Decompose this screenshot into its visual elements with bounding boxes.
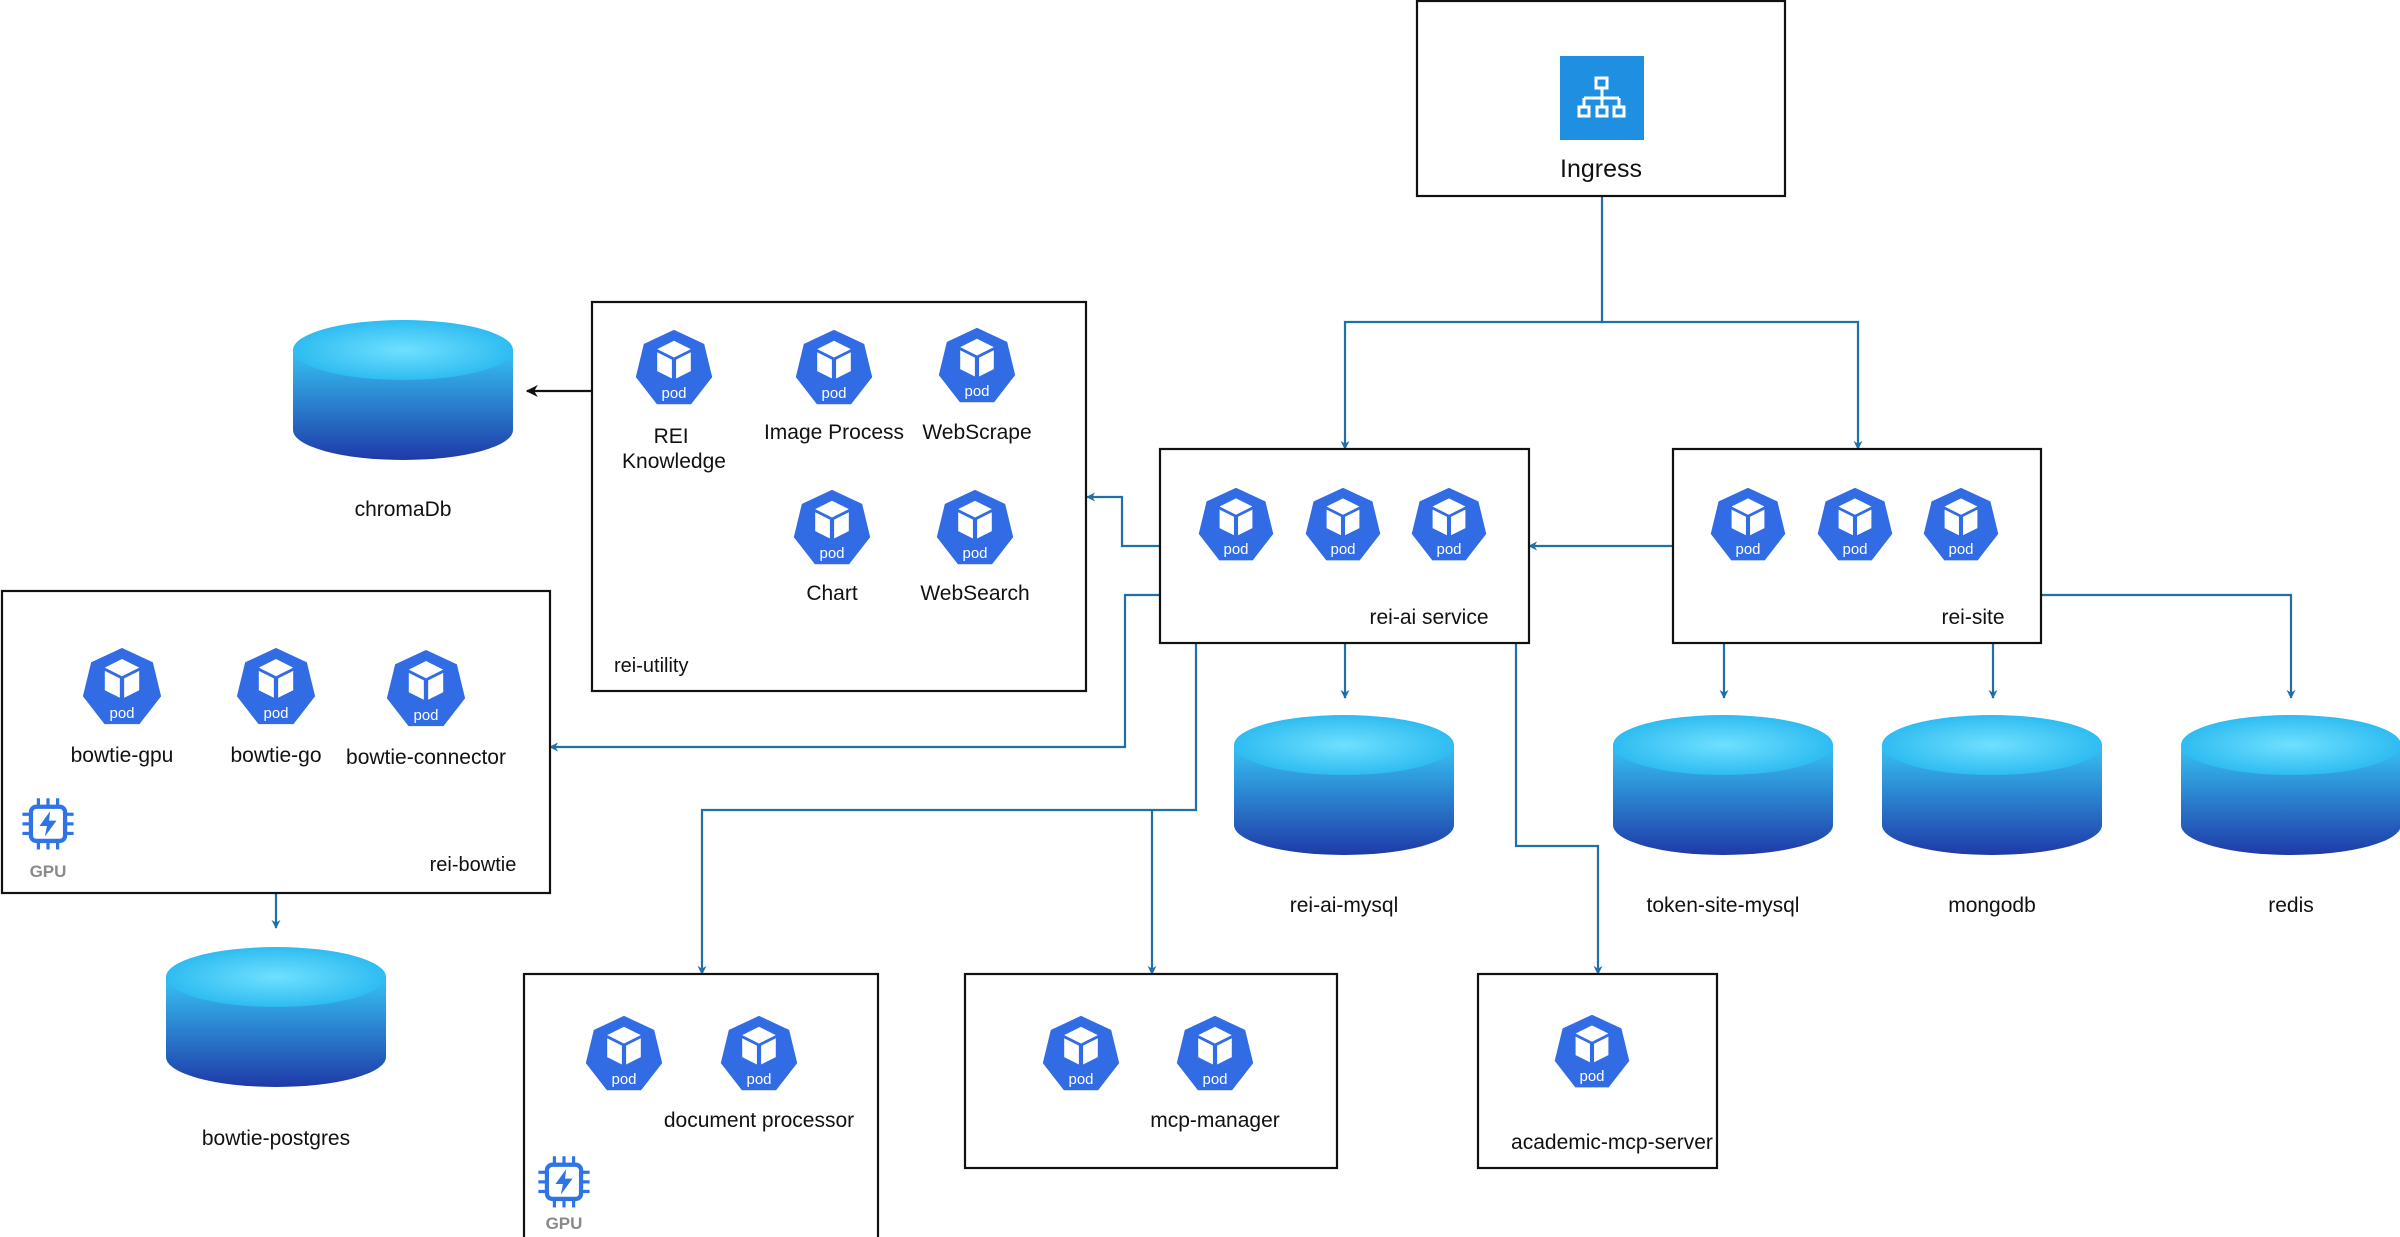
gpu-icon: GPU bbox=[538, 1156, 589, 1233]
svg-text:pod: pod bbox=[109, 705, 134, 722]
svg-text:pod: pod bbox=[661, 385, 686, 402]
pod-icon: pod bbox=[1408, 484, 1490, 564]
edge-rei-ai-to-document-processor bbox=[697, 644, 1198, 975]
mcp-manager-box: pod pod mcp-manager bbox=[963, 972, 1339, 1170]
rei-site-box: pod pod pod rei-site bbox=[1671, 447, 2043, 645]
pod-label: Chart bbox=[806, 582, 858, 605]
database-mongodb: mongodb bbox=[1882, 715, 2102, 917]
svg-text:pod: pod bbox=[1223, 541, 1248, 558]
pod-icon: pod bbox=[1707, 484, 1789, 564]
edge-rei-ai-to-bowtie bbox=[549, 593, 1160, 752]
svg-text:pod: pod bbox=[1330, 541, 1355, 558]
pod-label: WebScrape bbox=[922, 421, 1031, 444]
database-label: bowtie-postgres bbox=[202, 1127, 350, 1150]
ingress-node: Ingress bbox=[1415, 0, 1787, 198]
rei-utility-label: rei-utility bbox=[614, 655, 688, 677]
pod-icon: pod bbox=[79, 644, 165, 728]
pod-icon: pod bbox=[933, 486, 1017, 568]
pod-icon: pod bbox=[717, 1012, 801, 1094]
edge-rei-ai-to-utility bbox=[1086, 492, 1160, 548]
database-label: chromaDb bbox=[355, 498, 452, 521]
database-redis: redis bbox=[2181, 715, 2400, 917]
svg-text:pod: pod bbox=[962, 545, 987, 562]
svg-text:pod: pod bbox=[1202, 1071, 1227, 1088]
gpu-icon: GPU bbox=[22, 798, 73, 881]
svg-text:pod: pod bbox=[263, 705, 288, 722]
svg-text:pod: pod bbox=[819, 545, 844, 562]
pod-label: bowtie-go bbox=[230, 744, 321, 767]
svg-text:pod: pod bbox=[611, 1071, 636, 1088]
pod-label: bowtie-connector bbox=[346, 746, 506, 769]
rei-ai-service-label: rei-ai service bbox=[1369, 606, 1488, 629]
svg-text:pod: pod bbox=[964, 383, 989, 400]
pod-icon: pod bbox=[1173, 1012, 1257, 1094]
pod-icon: pod bbox=[1920, 484, 2002, 564]
svg-text:pod: pod bbox=[821, 385, 846, 402]
database-icon bbox=[293, 320, 513, 460]
pod-icon: pod bbox=[1814, 484, 1896, 564]
academic-mcp-server-box: pod academic-mcp-server bbox=[1476, 972, 1719, 1170]
rei-ai-service-box: pod pod pod rei-ai service bbox=[1158, 447, 1531, 645]
svg-text:pod: pod bbox=[1948, 541, 1973, 558]
rei-bowtie-box: pod bowtie-gpu pod bowtie-go pod bowtie-… bbox=[0, 589, 552, 895]
edge-rei-ai-to-academic bbox=[1514, 644, 1603, 975]
svg-text:pod: pod bbox=[1436, 541, 1461, 558]
pod-icon: pod bbox=[1195, 484, 1277, 564]
database-icon bbox=[1234, 715, 1454, 855]
pod-icon: pod bbox=[790, 486, 874, 568]
pod-icon: pod bbox=[233, 644, 319, 728]
pod-icon: pod bbox=[582, 1012, 666, 1094]
database-token-site-mysql: token-site-mysql bbox=[1613, 715, 1833, 917]
rei-utility-box: pod REI Knowledge pod Image Process pod … bbox=[590, 300, 1088, 693]
database-label: mongodb bbox=[1948, 894, 2036, 917]
edge-ingress-to-rei-site bbox=[1602, 320, 1863, 450]
database-icon bbox=[166, 947, 386, 1087]
svg-text:GPU: GPU bbox=[30, 862, 67, 881]
pod-icon: pod bbox=[935, 324, 1019, 406]
database-chromadb: chromaDb bbox=[293, 320, 513, 521]
pod-label: Image Process bbox=[764, 421, 904, 444]
svg-text:GPU: GPU bbox=[546, 1214, 583, 1233]
rei-bowtie-label: rei-bowtie bbox=[430, 854, 517, 876]
svg-text:pod: pod bbox=[1842, 541, 1867, 558]
svg-text:pod: pod bbox=[746, 1071, 771, 1088]
database-label: token-site-mysql bbox=[1647, 894, 1800, 917]
database-rei-ai-mysql: rei-ai-mysql bbox=[1234, 715, 1454, 917]
mcp-manager-label: mcp-manager bbox=[1150, 1109, 1280, 1132]
pod-label: REI Knowledge bbox=[622, 425, 726, 473]
database-icon bbox=[1613, 715, 1833, 855]
edge-rei-site-to-redis bbox=[2041, 593, 2296, 699]
rei-site-label: rei-site bbox=[1941, 606, 2004, 629]
ingress-label: Ingress bbox=[1560, 155, 1642, 183]
pod-icon: pod bbox=[1302, 484, 1384, 564]
pod-icon: pod bbox=[632, 326, 716, 408]
document-processor-box: pod pod document processor GPU bbox=[522, 972, 880, 1237]
pod-label: WebSearch bbox=[920, 582, 1029, 605]
pod-icon: pod bbox=[1551, 1011, 1633, 1091]
pod-icon: pod bbox=[383, 646, 469, 730]
database-icon bbox=[1882, 715, 2102, 855]
pod-icon: pod bbox=[792, 326, 876, 408]
database-bowtie-postgres: bowtie-postgres bbox=[166, 947, 386, 1150]
svg-text:pod: pod bbox=[1735, 541, 1760, 558]
database-label: rei-ai-mysql bbox=[1290, 894, 1399, 917]
pod-icon: pod bbox=[1039, 1012, 1123, 1094]
database-icon bbox=[2181, 715, 2400, 855]
svg-text:pod: pod bbox=[413, 707, 438, 724]
edge-ingress-to-rei-ai bbox=[1340, 196, 1604, 450]
database-label: redis bbox=[2268, 894, 2314, 917]
svg-text:pod: pod bbox=[1068, 1071, 1093, 1088]
ingress-icon bbox=[1560, 56, 1644, 140]
document-processor-label: document processor bbox=[664, 1109, 854, 1132]
svg-text:pod: pod bbox=[1579, 1068, 1604, 1085]
pod-label: bowtie-gpu bbox=[71, 744, 174, 767]
academic-mcp-server-label: academic-mcp-server bbox=[1511, 1131, 1713, 1154]
connectors bbox=[271, 196, 2296, 975]
